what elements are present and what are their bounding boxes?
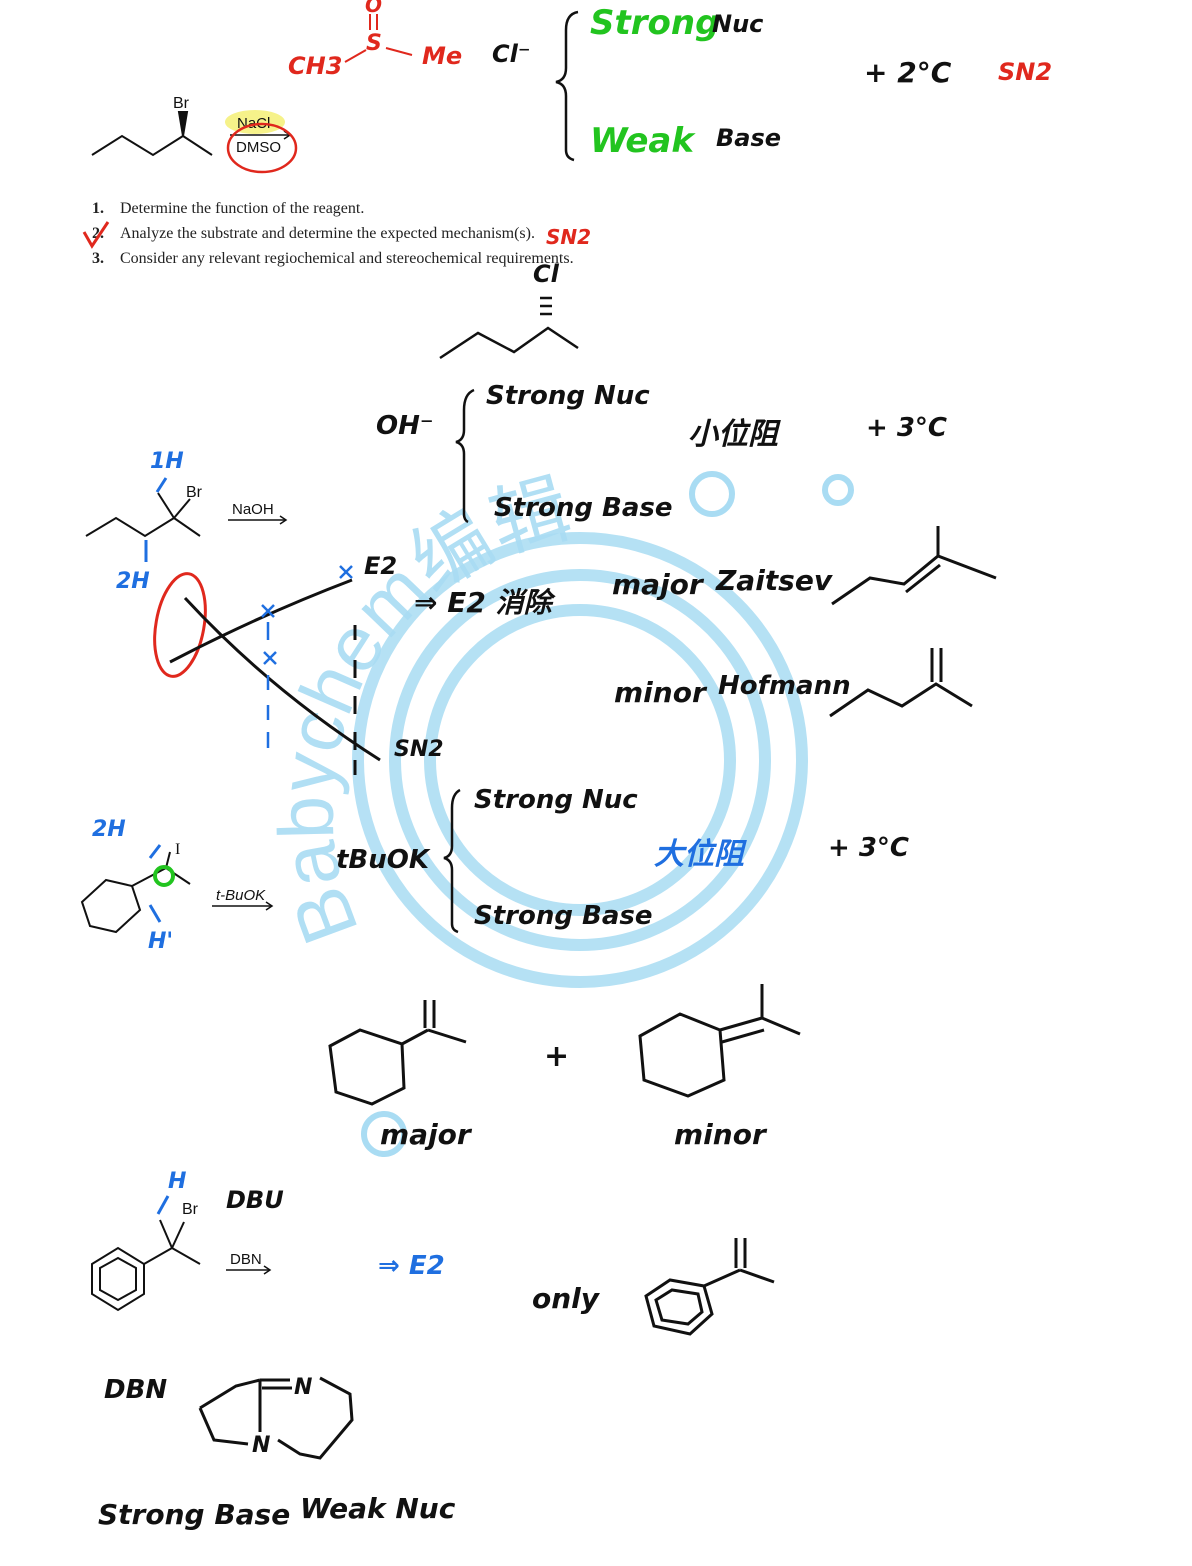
problem3-major-label: major bbox=[380, 1118, 473, 1151]
problem3-green-marker bbox=[153, 865, 175, 887]
instructions-list: 1. Determine the function of the reagent.… bbox=[92, 200, 574, 275]
watermark-ring-outer bbox=[352, 532, 808, 988]
nacl-highlight bbox=[225, 110, 285, 134]
watermark bbox=[352, 532, 808, 988]
instruction-number-3: 3. bbox=[92, 250, 104, 267]
problem2-line2: Strong Base bbox=[494, 493, 672, 523]
problem4-substrate bbox=[91, 1219, 201, 1312]
dbn-atom-1: N bbox=[294, 1375, 312, 1400]
problem4-dbn-label: DBN bbox=[104, 1375, 167, 1405]
problem3-i-label: I bbox=[175, 841, 180, 858]
instruction-text-3: Consider any relevant regiochemical and … bbox=[120, 250, 574, 267]
problem2-red-circle bbox=[153, 572, 207, 678]
instruction-item-3: 3. Consider any relevant regiochemical an… bbox=[92, 250, 574, 275]
problem1-brace bbox=[555, 10, 579, 162]
dbn-structure bbox=[198, 1376, 354, 1460]
problem1-strength-top-suffix: Nuc bbox=[712, 10, 763, 38]
problem1-strength-bottom-suffix: Base bbox=[716, 124, 781, 152]
problem1-br-label: Br bbox=[173, 95, 190, 112]
problem4-arrow-head bbox=[263, 1265, 272, 1275]
watermark-ring-inner bbox=[424, 604, 736, 916]
problem2-zaitsev-product bbox=[831, 526, 997, 606]
problem2-arrow-head bbox=[279, 515, 288, 525]
problem3-substrate bbox=[80, 851, 191, 934]
instruction-text-2: Analyze the substrate and determine the … bbox=[120, 225, 535, 242]
problem2-hofmann-product bbox=[829, 648, 973, 718]
problem3-reagent: t-BuOK bbox=[216, 887, 266, 904]
problem2-blue-circles bbox=[689, 471, 854, 517]
problem2-minor-label: minor bbox=[614, 676, 708, 709]
problem2-h1: 1H bbox=[150, 449, 184, 474]
problem2-e2-label: E2 bbox=[364, 552, 397, 580]
problem2-sn2-label: SN2 bbox=[394, 737, 444, 762]
problem1-strength-top: Strong bbox=[590, 3, 719, 43]
problem3-h-markers bbox=[148, 844, 162, 923]
problem2-reagent-species: OH⁻ bbox=[376, 411, 434, 441]
dmso-structure: CH3 S O Me bbox=[288, 0, 462, 80]
problem2-carbon-class: + 3°C bbox=[866, 413, 947, 443]
instruction-item-2: 2. Analyze the substrate and determine th… bbox=[92, 225, 574, 250]
problem3-minor-product bbox=[638, 984, 801, 1098]
problem4-br-label: Br bbox=[182, 1201, 199, 1218]
problem4-h-marker bbox=[156, 1195, 170, 1215]
problem4-product bbox=[644, 1238, 775, 1336]
problem1-reagent-bottom: DMSO bbox=[236, 139, 281, 156]
dmso-me: Me bbox=[422, 42, 462, 70]
problem4-reagent-top: DBU bbox=[226, 1186, 284, 1214]
problem3-brace bbox=[443, 788, 461, 934]
problem3-arrow-head bbox=[265, 901, 274, 911]
watermark-ring-middle bbox=[389, 569, 771, 951]
instruction-number-1: 1. bbox=[92, 200, 104, 217]
dmso-circle bbox=[226, 122, 298, 174]
problem1-mechanism: SN2 bbox=[998, 58, 1052, 86]
problem2-conclusion: ⇒ E2 消除 bbox=[414, 586, 557, 619]
problem2-br-label: Br bbox=[186, 484, 203, 501]
problem4-h-label: H bbox=[168, 1169, 186, 1194]
problem2-steric: 小位阻 bbox=[688, 417, 781, 452]
product1-structure bbox=[439, 296, 579, 360]
problem2-major-label: major bbox=[612, 568, 705, 601]
problem1-nucleophile: Cl⁻ bbox=[492, 40, 531, 68]
problem3-h2: H' bbox=[148, 929, 173, 954]
problem2-reagent: NaOH bbox=[232, 501, 274, 518]
problem2-pathway-lines bbox=[169, 578, 381, 775]
problem3-plus: + bbox=[544, 1039, 569, 1074]
problem2-blue-marks bbox=[261, 565, 353, 748]
problem2-line1: Strong Nuc bbox=[486, 381, 650, 411]
problem3-carbon-class: + 3°C bbox=[828, 833, 909, 863]
problem4-reagent: DBN bbox=[230, 1251, 262, 1268]
problem1-carbon-class: + 2°C bbox=[864, 56, 952, 89]
dbn-atom-2: N bbox=[252, 1433, 270, 1458]
instruction-text-1: Determine the function of the reagent. bbox=[120, 200, 365, 217]
problem1-substrate bbox=[91, 111, 213, 157]
problem1-strength-bottom: Weak bbox=[590, 121, 696, 161]
dmso-s: S bbox=[366, 31, 382, 56]
dmso-ch3: CH3 bbox=[288, 52, 342, 80]
problem3-steric: 大位阻 bbox=[654, 837, 747, 872]
problem2-major-name: Zaitsev bbox=[715, 564, 833, 597]
problem2-substrate bbox=[85, 492, 201, 538]
problem4-footer-left: Strong Base bbox=[98, 1498, 290, 1531]
instruction-item-1: 1. Determine the function of the reagent. bbox=[92, 200, 574, 225]
dmso-o: O bbox=[365, 0, 382, 17]
problem2-h2: 2H bbox=[116, 569, 150, 594]
problem4-only: only bbox=[532, 1282, 601, 1315]
problem3-major-product bbox=[328, 1000, 467, 1106]
problem3-minor-label: minor bbox=[674, 1118, 768, 1151]
instruction-number-2: 2. bbox=[92, 225, 104, 242]
product1-cl: Cl bbox=[533, 260, 560, 288]
problem2-h-markers bbox=[144, 477, 168, 562]
problem3-reagent-species: tBuOK bbox=[336, 845, 431, 875]
problem4-footer-right: Weak Nuc bbox=[300, 1492, 456, 1525]
problem3-h1: 2H bbox=[92, 817, 126, 842]
problem2-brace bbox=[455, 388, 475, 524]
problem3-blue-circle bbox=[361, 1111, 407, 1157]
problem3-line2: Strong Base bbox=[474, 901, 652, 931]
problem3-line1: Strong Nuc bbox=[474, 785, 638, 815]
problem4-conclusion: ⇒ E2 bbox=[378, 1251, 445, 1281]
problem2-minor-name: Hofmann bbox=[718, 671, 851, 701]
